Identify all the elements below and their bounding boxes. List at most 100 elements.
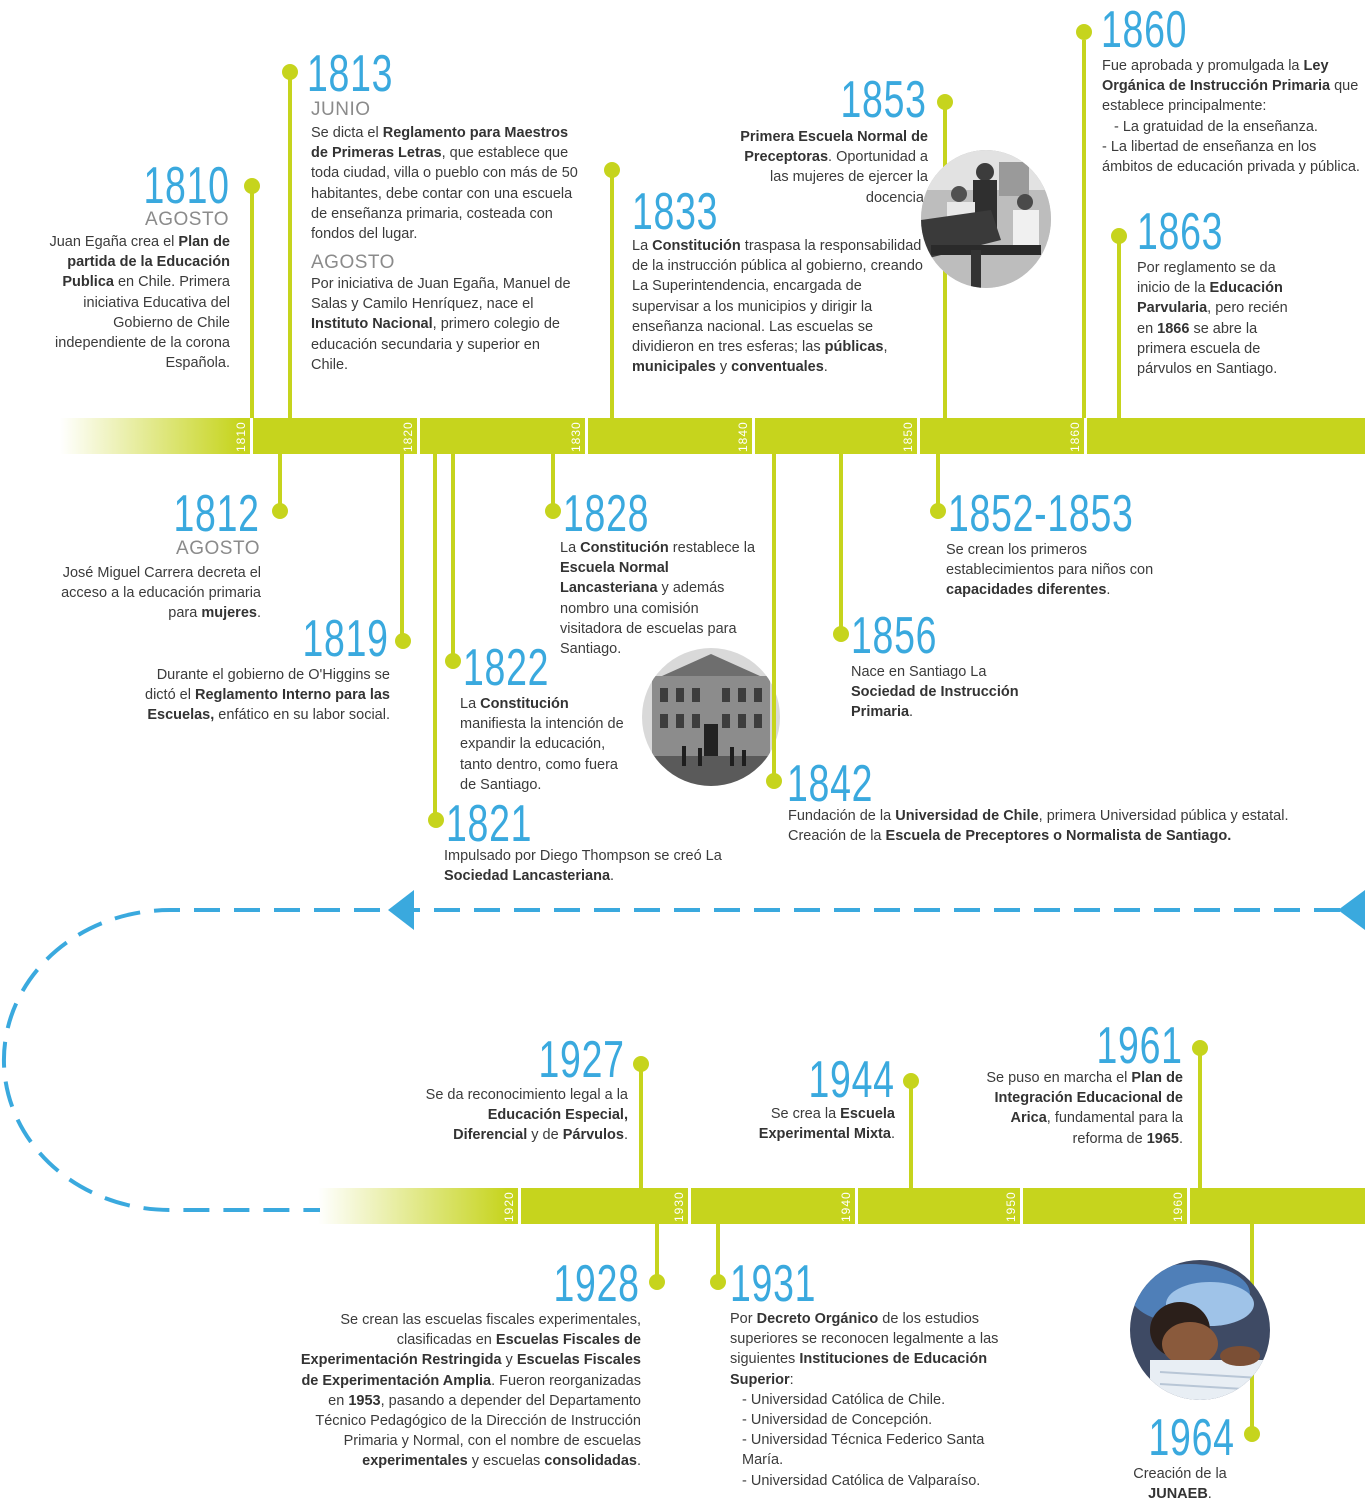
event-description: La Constitución manifiesta la intención …: [460, 696, 624, 793]
decade-label: 1840: [736, 421, 750, 452]
event-year: 1927: [538, 1031, 625, 1089]
event-description: Creación de la JUNAEB.: [1133, 1466, 1227, 1503]
event-year: 1833: [632, 183, 719, 241]
event-description: Juan Egaña crea el Plan de partida de la…: [49, 234, 230, 372]
event-year: 1812: [173, 485, 260, 543]
arrow-left-icon: [388, 890, 414, 930]
event-description: Se crean las escuelas fiscales experimen…: [300, 1312, 641, 1470]
decade-divider: [1084, 418, 1087, 454]
event-marker: [545, 503, 561, 519]
event-year: 1944: [808, 1051, 895, 1109]
event-marker: [428, 812, 444, 828]
event-marker: [930, 503, 946, 519]
list-item: - Universidad de Concepción.: [742, 1412, 933, 1429]
event-year: 1928: [553, 1255, 640, 1313]
event-stem: [639, 1066, 643, 1188]
event-stem: [936, 454, 940, 510]
event-marker: [766, 773, 782, 789]
decade-label: 1830: [569, 421, 583, 452]
event-year: 1863: [1137, 203, 1224, 261]
event-description: Impulsado por Diego Thompson se creó La …: [444, 848, 722, 885]
event-description: La Constitución restablece la Escuela No…: [560, 540, 756, 658]
event-marker: [445, 653, 461, 669]
event-stem: [610, 172, 614, 418]
event-description: La Constitución traspasa la responsabili…: [632, 238, 923, 376]
decade-label: 1950: [1004, 1191, 1018, 1222]
event-description: Se crean los primeros establecimientos p…: [946, 542, 1154, 599]
decade-label: 1860: [1068, 421, 1082, 452]
timeline-fade-bottom: [318, 1188, 518, 1224]
event-year: 1856: [851, 607, 938, 665]
event-stem: [433, 454, 437, 820]
event-stem: [1082, 40, 1086, 418]
event-marker: [1244, 1426, 1260, 1442]
list-item: - Universidad Católica de Valparaíso.: [742, 1472, 981, 1489]
teachers-classroom-photo: [921, 150, 1051, 288]
decade-divider: [1187, 1188, 1190, 1224]
event-marker: [395, 633, 411, 649]
decade-label: 1940: [839, 1191, 853, 1222]
decade-divider: [855, 1188, 858, 1224]
event-stem: [400, 454, 404, 640]
decade-divider: [688, 1188, 691, 1224]
event-description: Se dicta el Reglamento para Maestros de …: [311, 125, 578, 243]
decade-divider: [917, 418, 920, 454]
decade-divider: [518, 1188, 521, 1224]
decade-label: 1930: [672, 1191, 686, 1222]
event-description: Se crea la Escuela Experimental Mixta.: [758, 1106, 895, 1143]
event-description: Fundación de la Universidad de Chile, pr…: [788, 808, 1289, 845]
decade-label: 1850: [901, 421, 915, 452]
event-marker: [710, 1274, 726, 1290]
event-description: Fue aprobada y promulgada la Ley Orgánic…: [1102, 56, 1365, 177]
event-description: Primera Escuela Normal de Preceptoras. O…: [740, 129, 928, 206]
child-studying-photo: [1130, 1260, 1270, 1400]
list-item: - Universidad Técnica Federico Santa Mar…: [742, 1432, 985, 1469]
event-year: 1842: [787, 755, 874, 813]
list-item: - La gratuidad de la enseñanza.: [1114, 118, 1318, 135]
event-marker: [1111, 228, 1127, 244]
arrow-left-icon: [1338, 890, 1365, 930]
timeline-fade-top: [60, 418, 250, 454]
event-marker: [1192, 1040, 1208, 1056]
event-year: 1964: [1148, 1409, 1235, 1467]
event-stem: [772, 454, 776, 780]
event-description: Se da reconocimiento legal a la Educació…: [425, 1087, 628, 1144]
event-marker: [244, 178, 260, 194]
event-stem: [551, 454, 555, 510]
event-description: Se puso en marcha el Plan de Integración…: [986, 1070, 1183, 1147]
event-month: AGOSTO: [145, 209, 229, 230]
list-item: - Universidad Católica de Chile.: [742, 1391, 946, 1408]
list-item: - La libertad de enseñanza en los ámbito…: [1102, 138, 1360, 176]
event-description: Por Decreto Orgánico de los estudios sup…: [730, 1309, 1015, 1491]
event-marker: [633, 1056, 649, 1072]
event-marker: [1076, 24, 1092, 40]
event-stem: [288, 78, 292, 418]
event-year: 1860: [1101, 1, 1188, 59]
event-stem: [716, 1224, 720, 1282]
event-year: 1852-1853: [948, 485, 1134, 543]
event-month: JUNIO: [311, 99, 371, 120]
event-year: 1819: [302, 610, 389, 668]
event-marker: [272, 503, 288, 519]
timeline-bar-bottom: [518, 1188, 1365, 1224]
decade-label: 1960: [1171, 1191, 1185, 1222]
event-description: Durante el gobierno de O'Higgins se dict…: [145, 667, 390, 724]
decade-label: 1810: [234, 421, 248, 452]
event-month: AGOSTO: [311, 252, 395, 273]
event-marker: [833, 626, 849, 642]
event-stem: [839, 454, 843, 634]
event-year: 1828: [563, 485, 650, 543]
timeline-connector: [2, 890, 1365, 1212]
timeline-bar-top: [250, 418, 1365, 454]
event-stem: [250, 186, 254, 418]
event-stem: [1117, 240, 1121, 418]
university-building-photo: [642, 648, 780, 786]
event-stem: [1198, 1054, 1202, 1188]
event-marker: [649, 1274, 665, 1290]
event-year: 1822: [463, 639, 550, 697]
event-year: 1810: [143, 157, 230, 215]
event-description: Por iniciativa de Juan Egaña, Manuel de …: [311, 276, 571, 373]
event-description: José Miguel Carrera decreta el acceso a …: [61, 565, 261, 622]
event-year: 1813: [307, 45, 394, 103]
event-description: Nace en Santiago La Sociedad de Instrucc…: [851, 664, 1019, 721]
